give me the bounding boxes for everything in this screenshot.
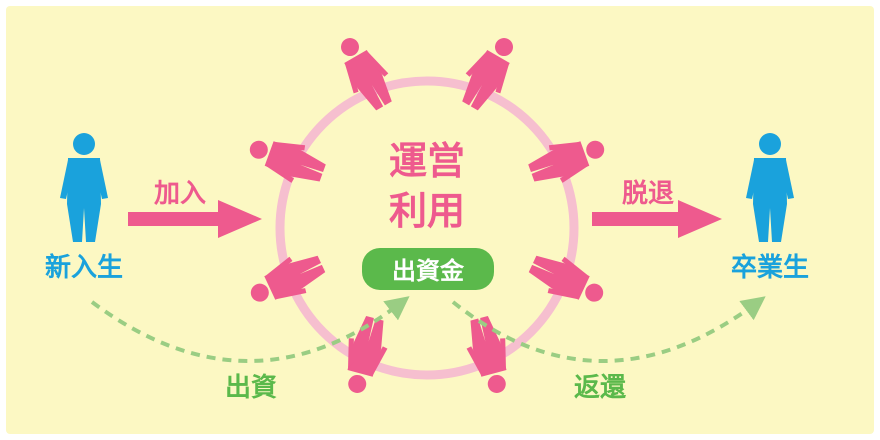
person-icon (60, 133, 108, 242)
capital-badge (362, 248, 494, 290)
leave-label: 脱退 (622, 179, 674, 209)
leave-arrow (592, 200, 722, 238)
refund-flow-arrow (451, 296, 766, 363)
capital-badge-label: 出資金 (392, 257, 465, 285)
center-label-operate: 運営 (389, 139, 465, 183)
refund-label: 返還 (574, 373, 627, 403)
graduate-label: 卒業生 (731, 252, 809, 283)
join-arrow (128, 200, 262, 238)
background (6, 6, 874, 434)
person-icon (746, 133, 794, 242)
center-label-use: 利用 (389, 189, 465, 233)
new-student-label: 新入生 (45, 252, 123, 283)
invest-flow-arrow (90, 296, 410, 363)
invest-label: 出資 (225, 373, 277, 403)
join-label: 加入 (154, 179, 206, 209)
member-ring (275, 76, 579, 380)
